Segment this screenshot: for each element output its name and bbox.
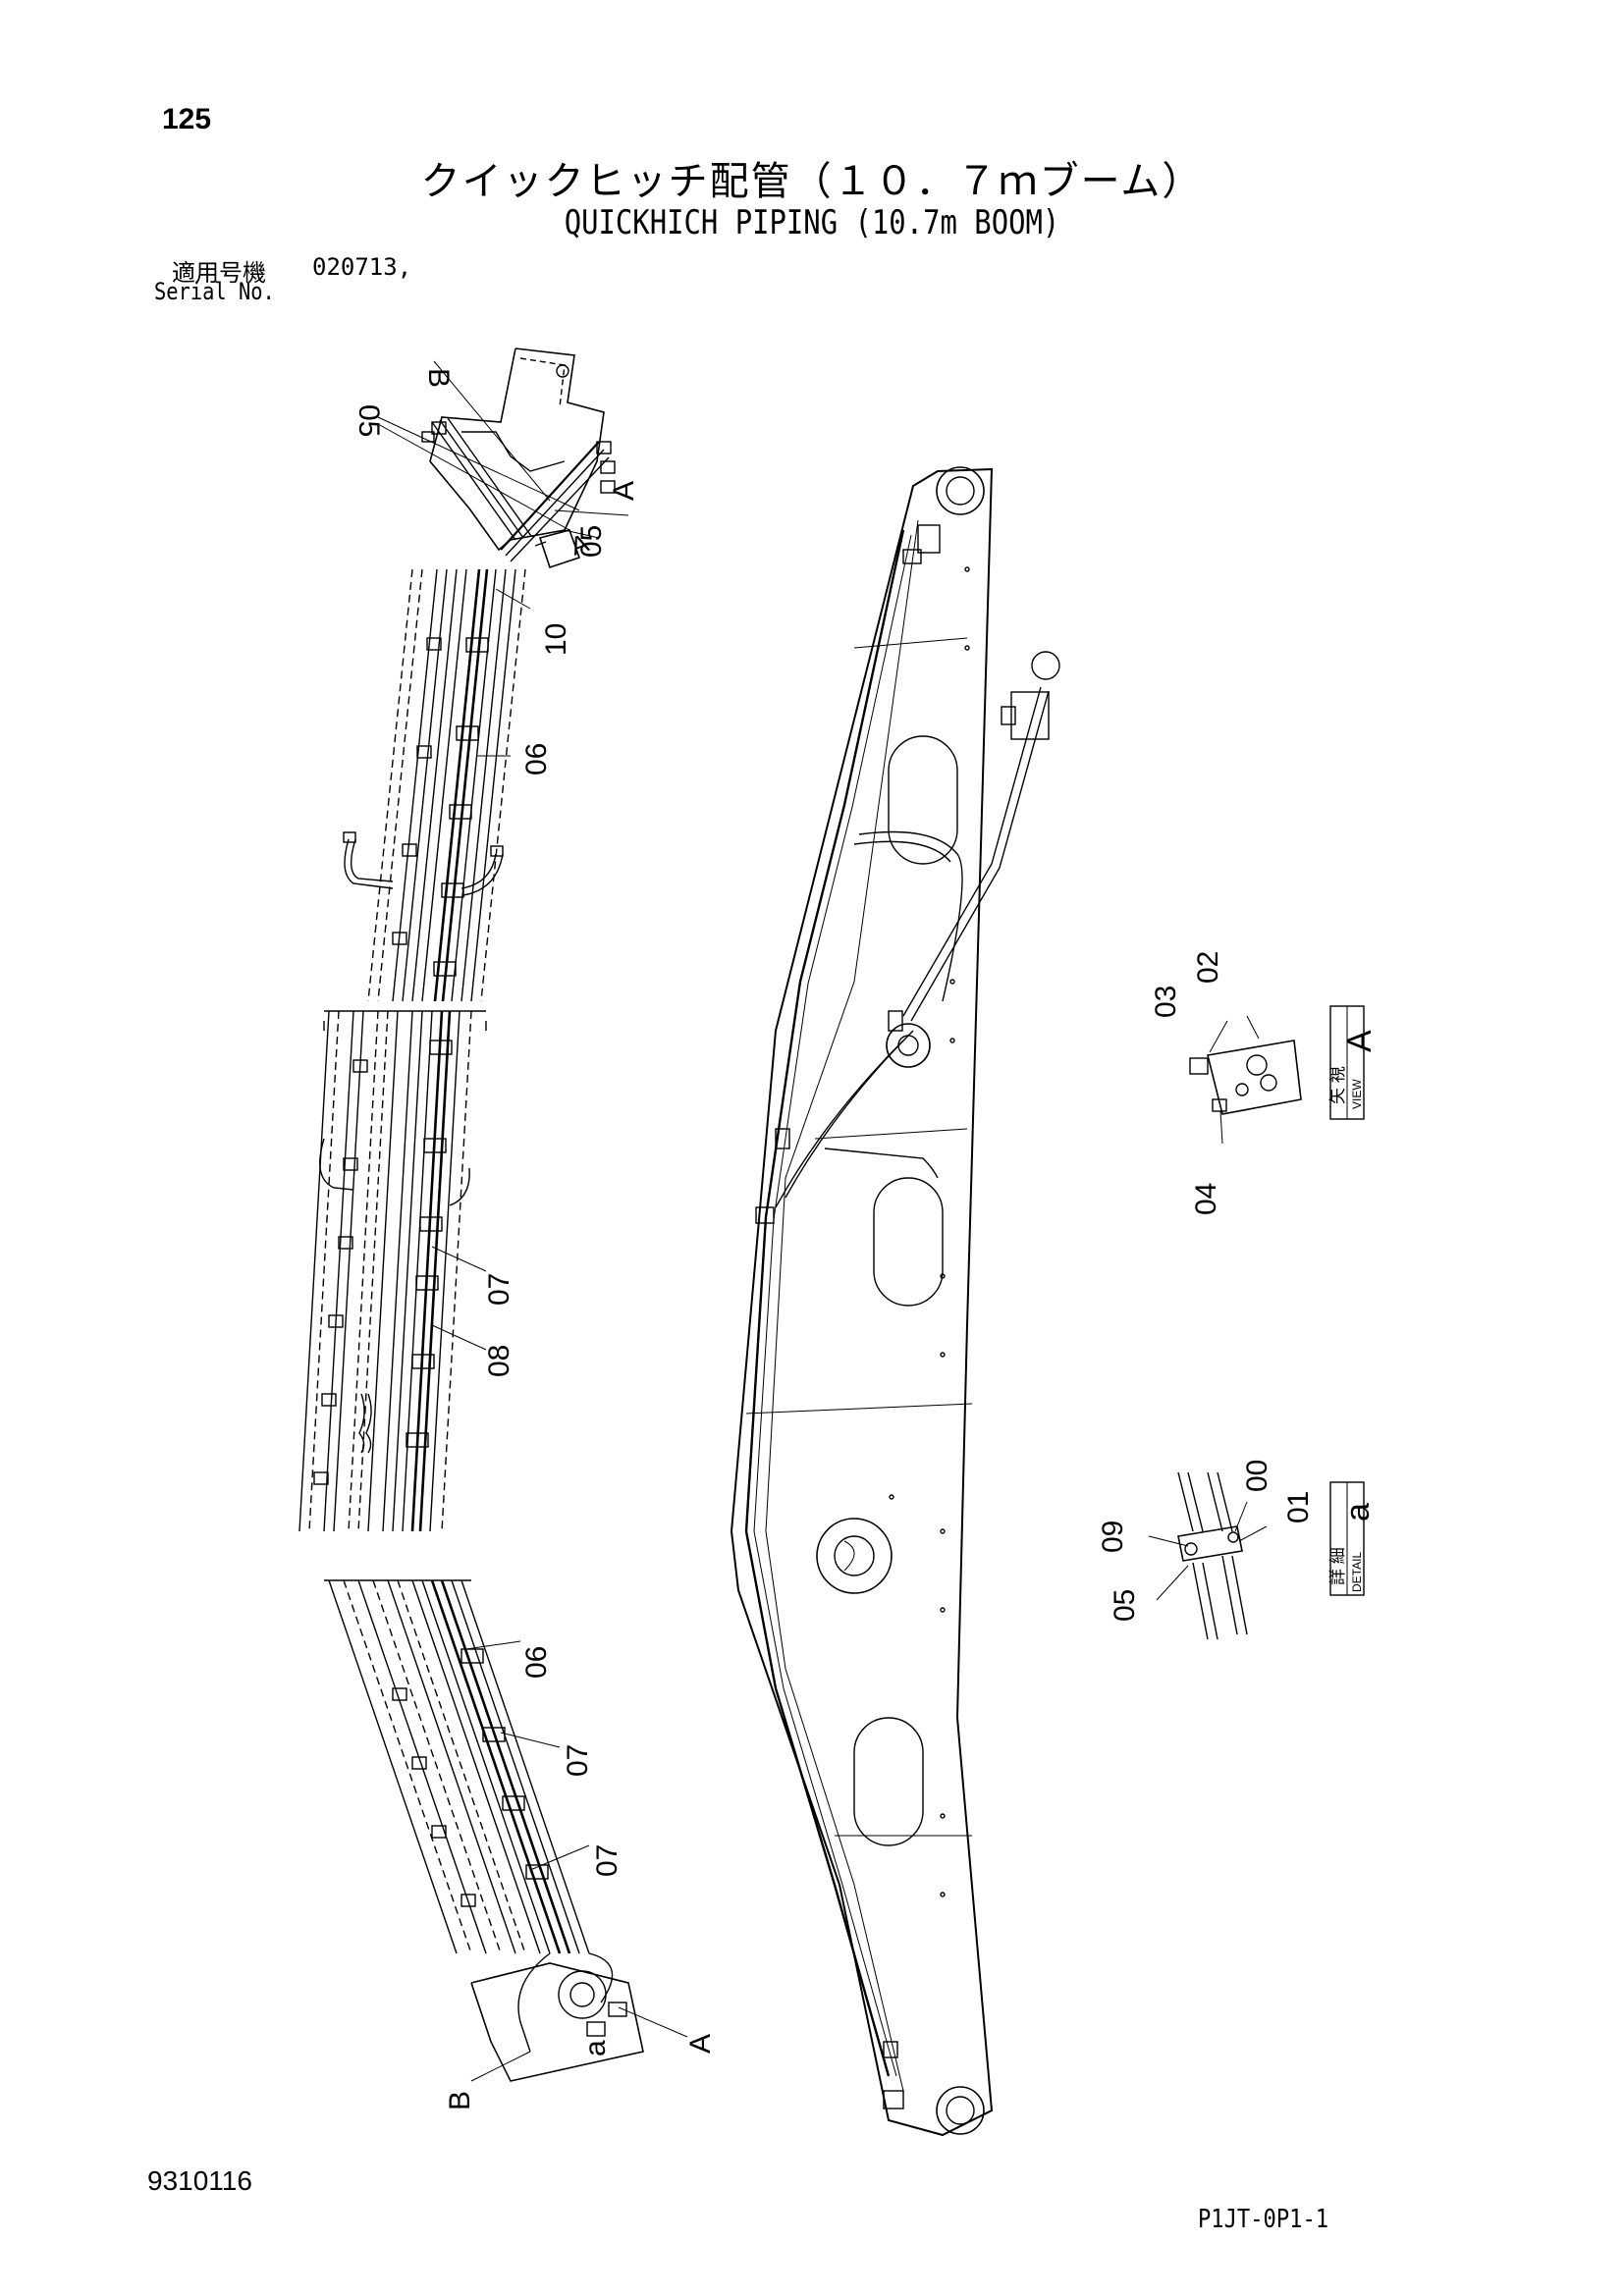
callout-00: 00 bbox=[1241, 1460, 1273, 1492]
bottom-section bbox=[324, 1579, 644, 2082]
callout-04: 04 bbox=[1190, 1183, 1222, 1215]
title-japanese: クイックヒッチ配管（１０．７ｍブーム） bbox=[420, 159, 1204, 204]
callout-09: 09 bbox=[1097, 1521, 1129, 1553]
view-a-drawing bbox=[1189, 1040, 1302, 1115]
callout-b-bottom: B bbox=[444, 2091, 476, 2110]
serial-label-japanese: 適用号機 bbox=[172, 259, 266, 287]
title-english: QUICKHICH PIPING (10.7m BOOM) bbox=[564, 203, 1060, 242]
callout-07-middle: 07 bbox=[483, 1273, 515, 1306]
callout-a-top: A bbox=[608, 481, 640, 501]
detail-label-en: DETAIL bbox=[1350, 1552, 1364, 1592]
callout-06-top: 06 bbox=[520, 743, 553, 775]
callout-03: 03 bbox=[1150, 986, 1182, 1018]
callout-05-detail: 05 bbox=[1109, 1589, 1141, 1622]
serial-label-english: Serial No. bbox=[154, 278, 275, 305]
callout-02: 02 bbox=[1192, 951, 1224, 984]
callout-07-bottom-lower: 07 bbox=[591, 1844, 623, 1877]
middle-strip-lower bbox=[298, 1010, 487, 1532]
detail-label-jp: 詳 細 bbox=[1328, 1547, 1347, 1585]
detail-label-letter: a bbox=[1339, 1503, 1377, 1522]
top-section bbox=[421, 347, 616, 569]
page-number: 125 bbox=[162, 103, 212, 135]
callout-05-top-left: 05 bbox=[352, 404, 385, 437]
view-label-en: VIEW bbox=[1350, 1079, 1364, 1109]
callout-08-middle: 08 bbox=[483, 1345, 515, 1377]
view-label-jp: 矢 視 bbox=[1328, 1066, 1347, 1104]
callout-06-bottom: 06 bbox=[520, 1646, 553, 1679]
serial-value: 020713, bbox=[312, 253, 412, 281]
callout-a-lower-bottom: a bbox=[579, 2040, 612, 2056]
callout-01: 01 bbox=[1282, 1491, 1315, 1523]
detail-a-drawing bbox=[1177, 1471, 1248, 1640]
boom-body bbox=[730, 466, 1060, 2137]
view-label-letter: A bbox=[1341, 1030, 1379, 1052]
callout-a-bottom: A bbox=[684, 2034, 717, 2054]
callout-b-top: B bbox=[422, 368, 455, 388]
part-code: P1JT-0P1-1 bbox=[1198, 2205, 1329, 2234]
middle-strip bbox=[343, 568, 526, 1002]
callout-10: 10 bbox=[540, 623, 572, 656]
callout-05-top-right: 05 bbox=[575, 525, 608, 558]
document-code: 9310116 bbox=[147, 2165, 252, 2196]
callout-07-bottom-upper: 07 bbox=[562, 1744, 594, 1777]
